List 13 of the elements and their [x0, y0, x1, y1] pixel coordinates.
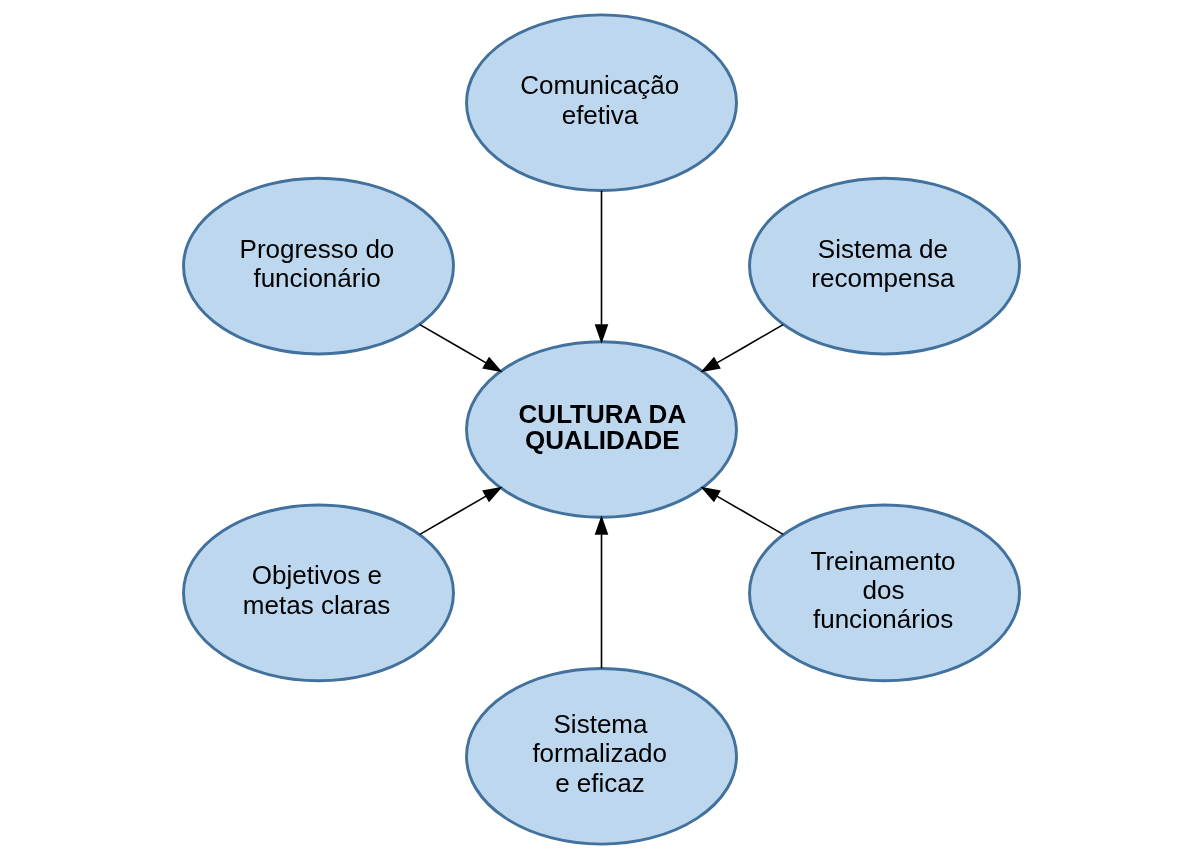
arrow — [418, 486, 502, 536]
node-ellipse: Comunicação efetiva — [464, 13, 738, 192]
arrow — [700, 486, 784, 536]
node-ellipse: Treinamento dos funcionários — [747, 503, 1021, 683]
arrow — [594, 189, 608, 344]
node-ellipse: Progresso do funcionário — [181, 176, 455, 356]
arrow — [700, 323, 784, 373]
node-ellipse: CULTURA DA QUALIDADE — [464, 340, 738, 519]
node-ellipse: Objetivos e metas claras — [181, 503, 455, 683]
node-ellipse: Sistema formalizado e eficaz — [464, 667, 738, 846]
arrow — [418, 323, 502, 373]
arrow — [594, 515, 608, 670]
node-ellipse: Sistema de recompensa — [747, 176, 1021, 356]
